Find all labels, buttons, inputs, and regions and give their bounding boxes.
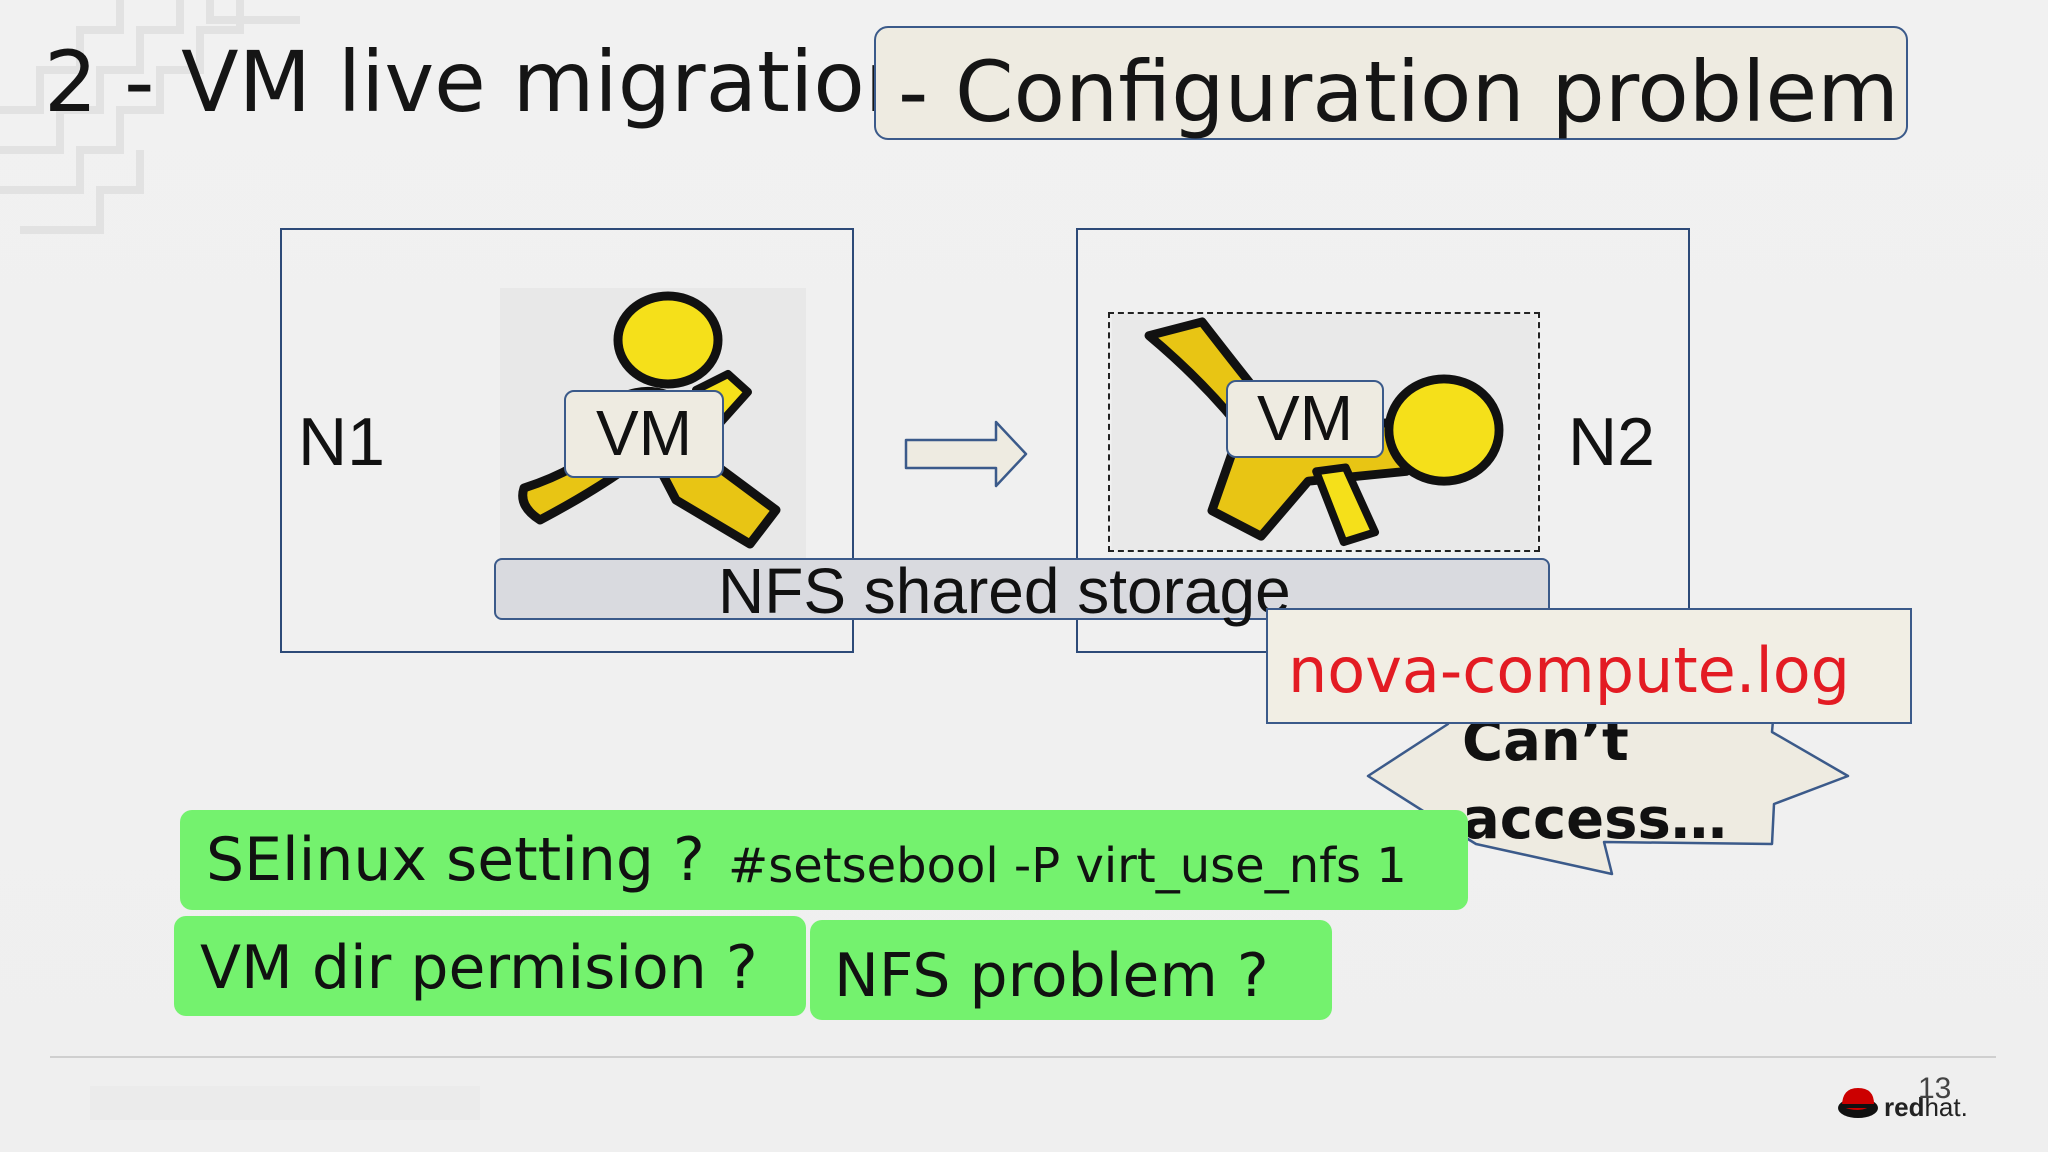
redhat-logo-icon [1838, 1088, 1878, 1118]
title-highlight-box: - Configuration problem [874, 26, 1908, 140]
log-file-label: nova-compute.log [1288, 634, 1851, 707]
cause-selinux-box: SElinux setting ? #setsebool -P virt_use… [180, 810, 1468, 910]
footer-divider [50, 1056, 1996, 1058]
nfs-storage-bar: NFS shared storage [494, 555, 1550, 627]
error-callout-line2: access… [1462, 787, 1727, 852]
vm-destination-label: VM [1226, 380, 1384, 458]
redhat-logo-text: redhat. [1884, 1092, 1968, 1122]
cause-nfs-text: NFS problem ? [834, 941, 1269, 1011]
cause-vm-dir-text: VM dir permision ? [200, 933, 758, 1003]
node-n2-label: N2 [1568, 404, 1655, 480]
page-number: 13 [1918, 1072, 1952, 1105]
node-n1-box [280, 228, 854, 653]
migration-arrow [904, 420, 1028, 488]
slide-title: 2 - VM live migration [44, 33, 918, 131]
log-file-box: nova-compute.log [1266, 608, 1912, 724]
nfs-storage-label: NFS shared storage [718, 555, 1291, 627]
footer-faint-bar [90, 1086, 480, 1120]
cause-selinux-text: SElinux setting ? [206, 825, 705, 895]
vm-source-label: VM [564, 390, 724, 478]
cause-vm-dir-box: VM dir permision ? [174, 916, 806, 1016]
cause-nfs-box: NFS problem ? [810, 920, 1332, 1020]
title-highlight-text: - Configuration problem [898, 43, 1899, 141]
selinux-command-text: #setsebool -P virt_use_nfs 1 [728, 838, 1407, 894]
decorative-pattern [0, 0, 300, 234]
node-n1-label: N1 [298, 404, 385, 480]
